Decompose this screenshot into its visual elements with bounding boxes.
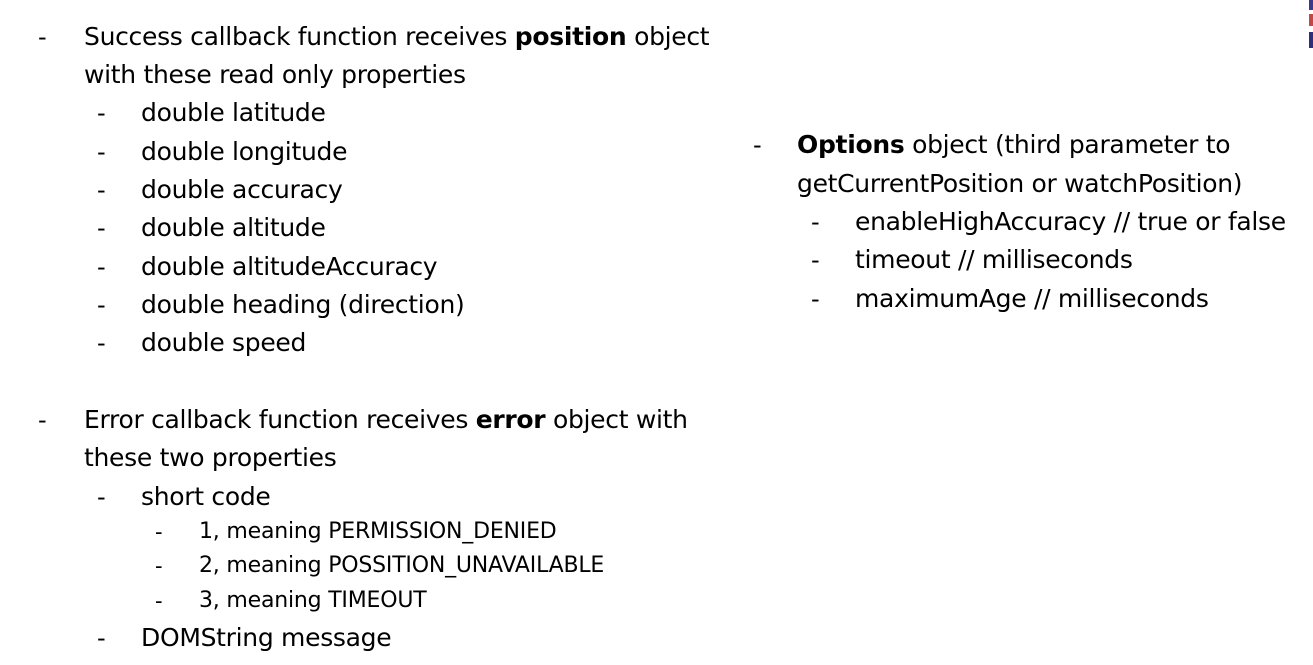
success-item-altitude: double altitude — [141, 213, 326, 242]
error-code-position-unavailable: 2, meaning POSSITION_UNAVAILABLE — [199, 553, 605, 578]
error-callback-line1: Error callback function receives error o… — [84, 407, 688, 432]
success-item-latitude: double latitude — [141, 98, 326, 127]
error-code-timeout: 3, meaning TIMEOUT — [199, 588, 427, 613]
success-callback-line1: Success callback function receives posit… — [84, 22, 710, 51]
success-item-dash: - — [97, 291, 106, 319]
error-callback-line2: these two properties — [84, 443, 337, 472]
success-item-longitude: double longitude — [141, 137, 348, 166]
error-callback-suffix: object with — [545, 405, 688, 434]
options-bold: Options — [797, 130, 905, 159]
options-item-timeout: timeout // milliseconds — [855, 245, 1133, 274]
success-item-dash: - — [97, 329, 106, 357]
options-item-enable-high-accuracy: enableHighAccuracy // true or false — [855, 207, 1286, 236]
error-item-domstring-message: DOMString message — [141, 623, 392, 652]
success-callback-suffix: object — [626, 22, 710, 51]
success-callback-line2: with these read only properties — [84, 60, 466, 89]
success-callback-bold: position — [514, 22, 627, 51]
options-item-dash: - — [811, 246, 820, 274]
options-suffix: object (third parameter to — [904, 130, 1231, 159]
error-item-dash: - — [97, 624, 106, 652]
success-item-dash: - — [97, 99, 106, 127]
options-line1: Options object (third parameter to — [797, 130, 1231, 159]
error-code-dash: - — [155, 554, 163, 578]
success-item-heading: double heading (direction) — [141, 290, 465, 319]
success-item-dash: - — [97, 214, 106, 242]
error-callback-prefix: Error callback function receives — [84, 405, 476, 434]
success-item-dash: - — [97, 253, 106, 281]
options-item-dash: - — [811, 285, 820, 313]
options-item-dash: - — [811, 208, 820, 236]
success-item-dash: - — [97, 138, 106, 166]
error-code-permission-denied: 1, meaning PERMISSION_DENIED — [199, 519, 557, 544]
success-item-dash: - — [97, 176, 106, 204]
error-callback-bold: error — [475, 405, 546, 434]
success-item-speed: double speed — [141, 328, 307, 357]
success-callback-prefix: Success callback function receives — [84, 22, 515, 51]
error-item-short-code: short code — [141, 482, 271, 511]
error-bullet-dash: - — [38, 406, 47, 434]
options-line2: getCurrentPosition or watchPosition) — [797, 169, 1243, 198]
options-bullet-dash: - — [753, 131, 762, 159]
error-code-dash: - — [155, 520, 163, 544]
options-item-maximum-age: maximumAge // milliseconds — [855, 284, 1209, 313]
success-item-accuracy: double accuracy — [141, 175, 343, 204]
error-item-dash: - — [97, 483, 106, 511]
success-bullet-dash: - — [38, 23, 47, 51]
corner-logo-fragment — [1309, 0, 1313, 48]
success-item-altitude-accuracy: double altitudeAccuracy — [141, 252, 438, 281]
error-code-dash: - — [155, 589, 163, 613]
